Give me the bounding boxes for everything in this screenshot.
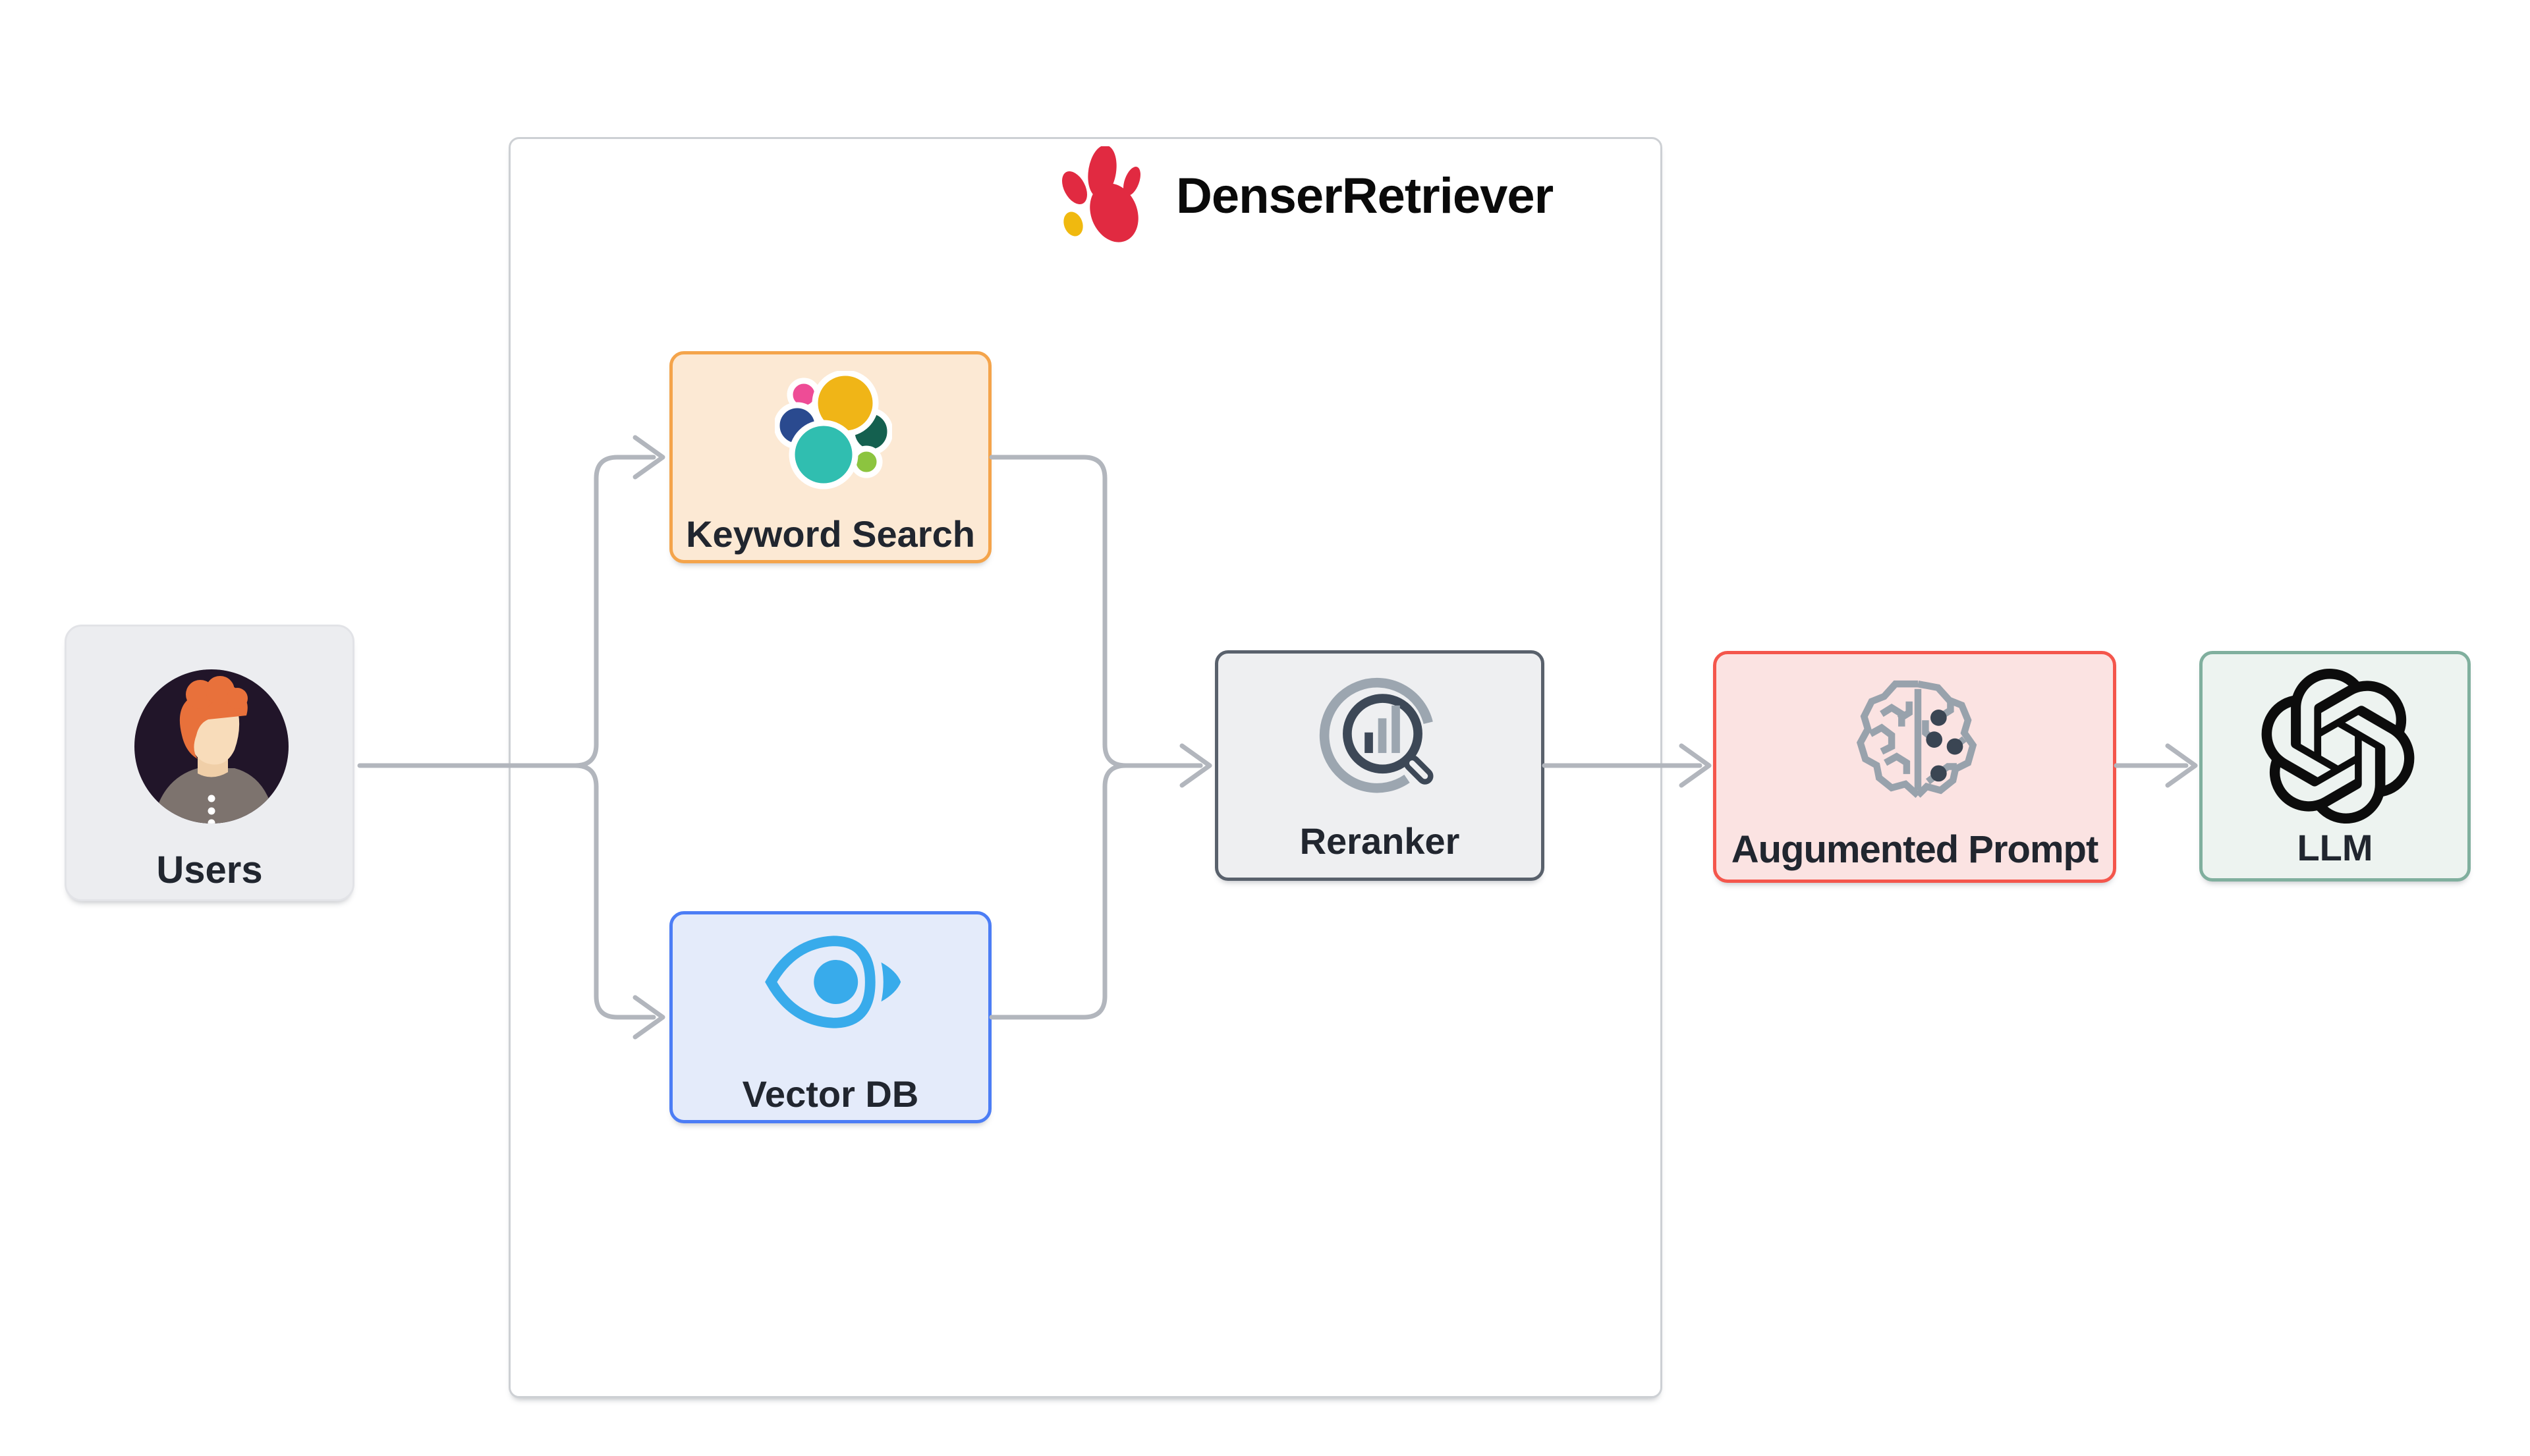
node-vector-db: Vector DB [669, 911, 992, 1123]
node-keyword-search: Keyword Search [669, 351, 992, 563]
node-vector-db-label: Vector DB [742, 1073, 919, 1115]
openai-logo [2261, 669, 2415, 824]
paw-logo-icon [1062, 146, 1140, 242]
node-users-label: Users [156, 849, 263, 891]
brain-circuit-icon [1856, 680, 1977, 798]
denser-retriever-header: DenserRetriever [1057, 144, 1554, 248]
node-reranker-label: Reranker [1299, 820, 1460, 862]
node-llm: LLM [2199, 651, 2471, 882]
node-keyword-search-label: Keyword Search [686, 513, 975, 555]
elasticsearch-logo [775, 371, 892, 490]
milvus-eye-logo [765, 936, 901, 1028]
denser-retriever-title: DenserRetriever [1176, 167, 1554, 224]
user-avatar-icon [134, 669, 289, 824]
node-reranker: Reranker [1215, 650, 1544, 881]
arrowhead-llm [2165, 743, 2198, 788]
node-users: Users [65, 625, 354, 901]
node-llm-label: LLM [2297, 827, 2373, 868]
node-augmented-prompt: Augumented Prompt [1713, 651, 2116, 883]
magnifier-chart-icon [1319, 677, 1434, 793]
arrowhead-augmented [1679, 743, 1712, 788]
node-augmented-prompt-label: Augumented Prompt [1731, 828, 2099, 871]
